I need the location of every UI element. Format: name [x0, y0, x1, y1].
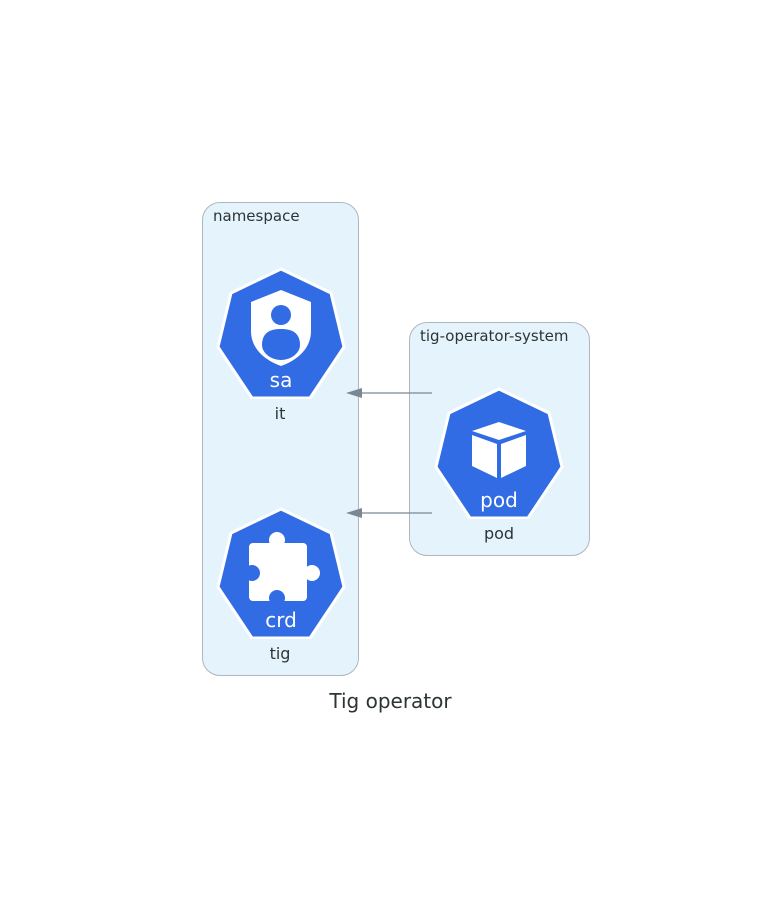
- diagram-title: Tig operator: [329, 689, 452, 713]
- heptagon-shape: [434, 387, 564, 519]
- service-account-icon: [251, 290, 311, 366]
- node-pod[interactable]: pod: [433, 387, 565, 519]
- node-kind-text: pod: [480, 488, 518, 512]
- edge-pod-to-tig: [346, 508, 432, 518]
- node-kind-text: sa: [270, 368, 293, 392]
- node-label-it: it: [274, 404, 286, 423]
- cluster-label: tig-operator-system: [420, 327, 569, 345]
- node-label-tig: tig: [269, 644, 291, 663]
- node-kind-text: crd: [265, 608, 297, 632]
- node-service-account[interactable]: sa: [215, 267, 347, 399]
- cube-icon: [472, 422, 526, 478]
- edge-pod-to-it: [346, 388, 432, 398]
- puzzle-piece-icon: [244, 532, 320, 606]
- cluster-label: namespace: [213, 207, 300, 225]
- node-label-pod: pod: [483, 524, 515, 543]
- node-crd[interactable]: crd: [215, 507, 347, 639]
